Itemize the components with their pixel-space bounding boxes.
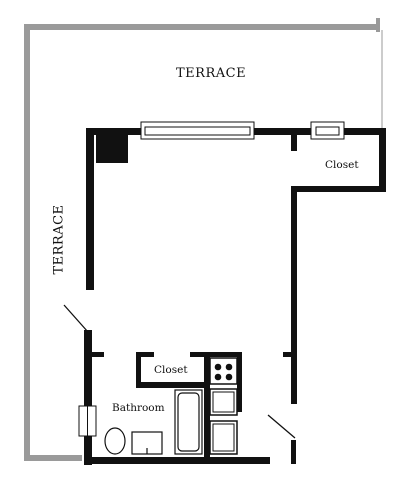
wall-closet-left [136, 352, 141, 386]
refrigerator [209, 420, 238, 455]
wall-closet-horizontal [136, 352, 154, 357]
door-swing-entry [267, 414, 296, 439]
terrace-wall-right-stub [376, 18, 380, 32]
window-main [140, 121, 255, 140]
wall-kitchen-top [190, 352, 242, 357]
bathroom-sink [131, 431, 163, 455]
wall-partition-west [84, 352, 104, 357]
wall-west-lower [84, 330, 92, 465]
wall-closet-south [291, 186, 386, 192]
bathroom-label: Bathroom [112, 402, 165, 414]
kitchen-sink [209, 388, 238, 416]
wall-partition-east [283, 352, 297, 357]
terrace-wall-top [24, 24, 380, 30]
door-swing-west [63, 304, 89, 333]
chimney-block [96, 135, 128, 163]
terrace-wall-bottom [24, 455, 82, 461]
wall-south-stub [291, 440, 296, 464]
window-bathroom [78, 405, 97, 437]
terrace-label-left: TERRACE [51, 204, 67, 275]
window-closet [310, 121, 345, 140]
closet-label-right: Closet [325, 159, 359, 171]
wall-kitchen-left [204, 352, 210, 462]
wall-closet-west-stub [291, 135, 297, 151]
wall-kitchen-right [237, 352, 242, 412]
closet-label-small: Closet [154, 364, 188, 376]
wall-closet-east [379, 128, 386, 188]
wall-bath-top [136, 382, 208, 388]
wall-south [84, 457, 270, 464]
terrace-wall-left [24, 24, 30, 461]
toilet [104, 427, 126, 455]
wall-east [291, 191, 297, 404]
stove [209, 357, 238, 385]
bathtub [174, 389, 203, 455]
terrace-boundary [24, 18, 380, 461]
wall-west-upper [86, 128, 94, 290]
terrace-label-top: TERRACE [176, 66, 247, 81]
